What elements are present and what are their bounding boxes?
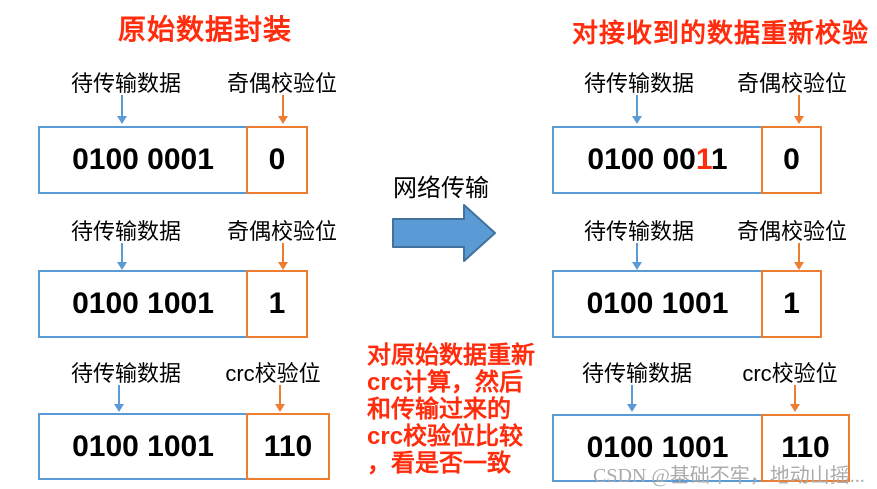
note-line: crc校验位比较 (367, 423, 524, 450)
data-bits-value: 0100 0011 (587, 143, 728, 176)
check-field-label: 奇偶校验位 (226, 219, 338, 244)
down-arrow-icon (121, 95, 123, 117)
note-line: ，看是否一致 (367, 450, 511, 477)
note-line: 和传输过来的 (367, 396, 511, 423)
check-bits-box: 1 (246, 270, 308, 338)
note-line: 对原始数据重新 (367, 342, 535, 369)
down-arrow-icon (279, 385, 281, 405)
check-bits-box: 0 (246, 126, 308, 194)
check-bits-value: 110 (781, 431, 830, 464)
data-bits-box: 0100 1001 (38, 270, 248, 338)
data-field-label: 待传输数据 (70, 71, 182, 96)
data-bits-box: 0100 1001 (552, 270, 763, 338)
check-bits-box: 0 (761, 126, 822, 194)
data-field-label: 待传输数据 (583, 219, 695, 244)
check-bits-box: 110 (761, 414, 850, 482)
check-field-label: 奇偶校验位 (736, 219, 848, 244)
data-bits-box: 0100 1001 (552, 414, 763, 482)
data-bits-value: 0100 0001 (72, 143, 214, 176)
check-bits-value: 0 (783, 143, 800, 176)
crc-recheck-note: 对原始数据重新 crc计算，然后 和传输过来的 crc校验位比较 ，看是否一致 (367, 342, 535, 477)
note-line: crc计算，然后 (367, 369, 524, 396)
down-arrow-icon (282, 243, 284, 263)
left-section-title: 原始数据封装 (118, 14, 293, 45)
data-field-label: 待传输数据 (70, 361, 182, 386)
data-bits-value: 0100 1001 (586, 431, 729, 464)
data-bits-box: 0100 0001 (38, 126, 248, 194)
down-arrow-icon (798, 243, 800, 263)
down-arrow-icon (282, 95, 284, 117)
check-field-label: crc校验位 (742, 361, 838, 386)
down-arrow-icon (794, 385, 796, 405)
data-bits-value: 0100 1001 (72, 287, 214, 320)
check-bits-value: 1 (268, 287, 286, 320)
check-field-label: 奇偶校验位 (226, 71, 338, 96)
data-field-label: 待传输数据 (583, 71, 695, 96)
down-arrow-icon (798, 95, 800, 117)
flipped-bit: 1 (695, 143, 711, 176)
data-bits-value: 0100 1001 (586, 287, 729, 320)
check-field-label: crc校验位 (225, 361, 321, 386)
check-bits-box: 110 (246, 413, 330, 480)
down-arrow-icon (121, 243, 123, 263)
csdn-watermark: CSDN @基础不牢，地动山摇... (593, 465, 865, 487)
data-field-label: 待传输数据 (581, 361, 693, 386)
check-field-label: 奇偶校验位 (736, 71, 848, 96)
right-section-title: 对接收到的数据重新校验 (572, 18, 870, 48)
down-arrow-icon (118, 385, 120, 405)
check-bits-box: 1 (761, 270, 822, 338)
right-arrow-icon (392, 204, 496, 262)
check-bits-value: 1 (783, 287, 800, 320)
down-arrow-icon (636, 95, 638, 117)
network-transmission-label: 网络传输 (393, 175, 489, 202)
data-bits-value: 0100 1001 (72, 429, 214, 463)
down-arrow-icon (631, 385, 633, 405)
check-bits-value: 110 (263, 429, 313, 463)
data-field-label: 待传输数据 (70, 219, 182, 244)
check-bits-value: 0 (268, 143, 286, 176)
data-bits-box: 0100 1001 (38, 413, 248, 480)
down-arrow-icon (636, 243, 638, 263)
data-bits-box: 0100 0011 (552, 126, 763, 194)
